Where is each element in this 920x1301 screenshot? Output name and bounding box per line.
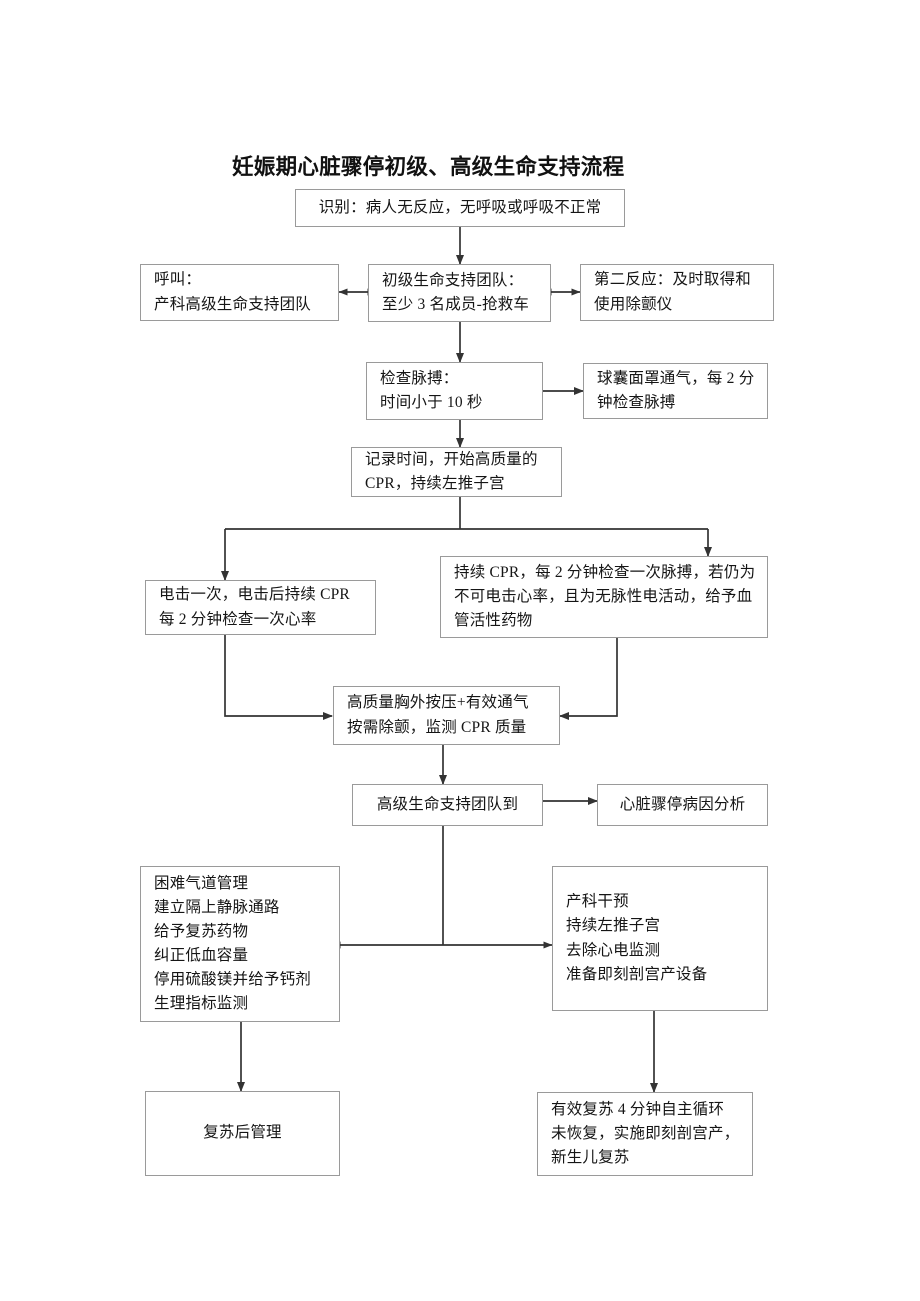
node-line: 识别：病人无反应，无呼吸或呼吸不正常 (318, 198, 602, 216)
node-line: 不可电击心率，且为无脉性电活动，给予血 (454, 587, 753, 605)
node-line: 停用硫酸镁并给予钙剂 (154, 971, 312, 989)
node-line: 检查脉搏： (380, 369, 459, 387)
node-line: 困难气道管理 (154, 874, 249, 892)
node-line: 复苏后管理 (203, 1124, 282, 1142)
node-recognize[interactable]: 识别：病人无反应，无呼吸或呼吸不正常 (295, 189, 625, 227)
node-line: 第二反应：及时取得和 (594, 271, 752, 289)
node-cpr-quality[interactable]: 高质量胸外按压+有效通气 按需除颤，监测 CPR 质量 (333, 686, 560, 745)
node-second-responder[interactable]: 第二反应：及时取得和 使用除颤仪 (580, 264, 774, 321)
node-line: 每 2 分钟检查一次心率 (159, 610, 317, 628)
node-line: 按需除颤，监测 CPR 质量 (347, 718, 527, 736)
node-line: 时间小于 10 秒 (380, 394, 483, 411)
node-line: 使用除颤仪 (594, 295, 673, 313)
node-cause-analysis[interactable]: 心脏骤停病因分析 (597, 784, 768, 826)
node-line: 管活性药物 (454, 612, 533, 629)
node-line: 未恢复，实施即刻剖宫产， (551, 1124, 740, 1142)
node-line: 有效复苏 4 分钟自主循环 (551, 1100, 725, 1118)
node-line: 生理指标监测 (154, 995, 249, 1013)
node-line: 高级生命支持团队到 (376, 795, 519, 813)
node-bag-mask[interactable]: 球囊面罩通气，每 2 分 钟检查脉搏 (583, 363, 768, 419)
node-bls-team[interactable]: 初级生命支持团队： 至少 3 名成员-抢救车 (368, 264, 551, 322)
node-record-cpr[interactable]: 记录时间，开始高质量的 CPR，持续左推子宫 (351, 447, 562, 497)
node-line: 呼叫： (154, 271, 202, 289)
node-line: 高质量胸外按压+有效通气 (347, 694, 529, 712)
node-line: 记录时间，开始高质量的 (365, 450, 538, 468)
node-check-pulse[interactable]: 检查脉搏： 时间小于 10 秒 (366, 362, 543, 420)
node-obstetric-intervention[interactable]: 产科干预 持续左推子宫 去除心电监测 准备即刻剖宫产设备 (552, 866, 768, 1011)
node-line: 给予复苏药物 (154, 922, 249, 940)
node-airway-measures[interactable]: 困难气道管理 建立隔上静脉通路 给予复苏药物 纠正低血容量 停用硫酸镁并给予钙剂… (140, 866, 340, 1022)
node-line: 新生儿复苏 (551, 1149, 630, 1166)
node-line: 心脏骤停病因分析 (619, 795, 746, 813)
node-line: 球囊面罩通气，每 2 分 (597, 369, 755, 387)
node-line: 钟检查脉搏 (597, 394, 676, 411)
node-line: 产科高级生命支持团队 (154, 295, 312, 313)
node-call-team[interactable]: 呼叫： 产科高级生命支持团队 (140, 264, 339, 321)
node-shock-once[interactable]: 电击一次，电击后持续 CPR 每 2 分钟检查一次心率 (145, 580, 376, 635)
node-line: 产科干预 (566, 893, 629, 911)
node-post-resuscitation[interactable]: 复苏后管理 (145, 1091, 340, 1176)
node-line: 持续左推子宫 (566, 917, 661, 935)
node-line: CPR，持续左推子宫 (365, 475, 505, 492)
node-line: 纠正低血容量 (154, 947, 249, 964)
node-line: 建立隔上静脉通路 (154, 898, 280, 916)
node-line: 去除心电监测 (566, 941, 661, 959)
node-continue-cpr[interactable]: 持续 CPR，每 2 分钟检查一次脉搏，若仍为 不可电击心率，且为无脉性电活动，… (440, 556, 768, 638)
node-line: 准备即刻剖宫产设备 (566, 965, 708, 983)
node-line: 初级生命支持团队： (382, 271, 524, 289)
page-title: 妊娠期心脏骤停初级、高级生命支持流程 (232, 155, 625, 180)
node-line: 持续 CPR，每 2 分钟检查一次脉搏，若仍为 (454, 563, 756, 581)
node-line: 电击一次，电击后持续 CPR (159, 586, 350, 604)
node-line: 至少 3 名成员-抢救车 (382, 296, 530, 313)
node-als-arrive[interactable]: 高级生命支持团队到 (352, 784, 543, 826)
node-cesarean[interactable]: 有效复苏 4 分钟自主循环 未恢复，实施即刻剖宫产， 新生儿复苏 (537, 1092, 753, 1176)
